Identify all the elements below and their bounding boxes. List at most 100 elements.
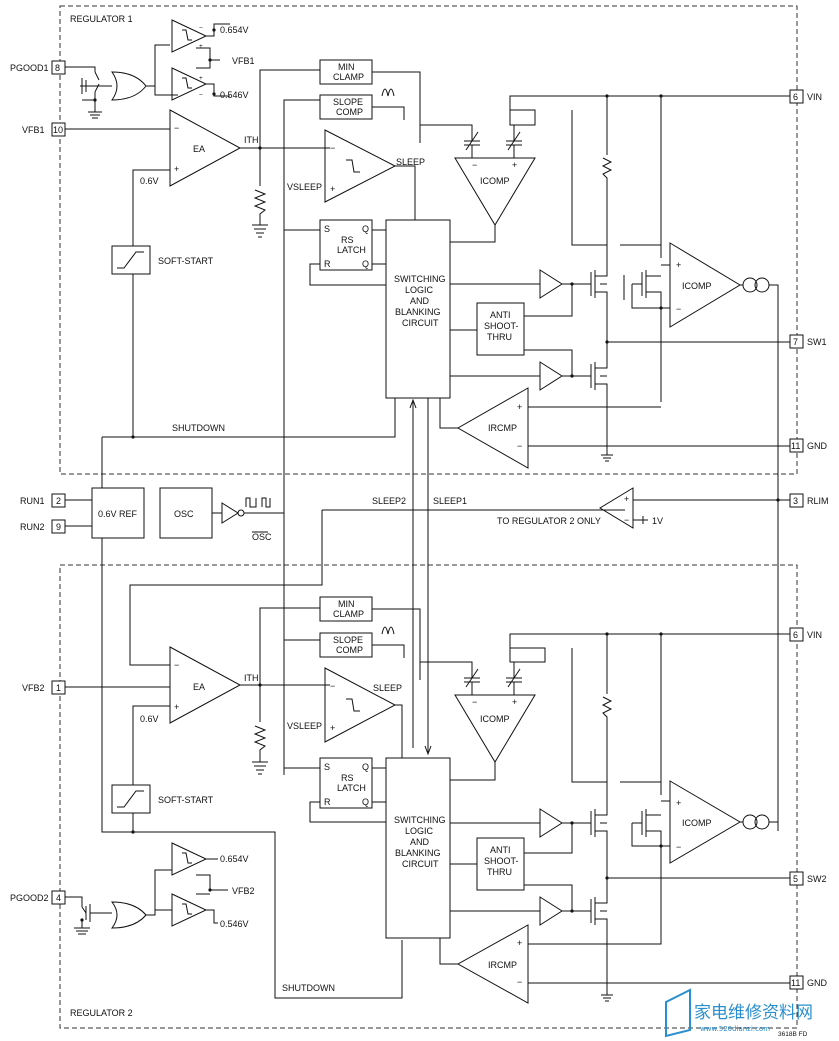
svg-text:+: +	[624, 494, 629, 504]
sleep1-shared-label: SLEEP1	[433, 496, 467, 506]
svg-text:LOGIC: LOGIC	[405, 826, 434, 836]
svg-text:AND: AND	[410, 837, 430, 847]
sleep1-label: SLEEP	[396, 157, 425, 167]
svg-text:−: −	[174, 660, 179, 670]
comp1-lo	[171, 67, 208, 101]
pin-gnd1-num: 11	[791, 441, 800, 451]
svg-text:−: −	[676, 842, 681, 852]
comp2-hi	[171, 842, 208, 876]
svg-text:SWITCHING: SWITCHING	[394, 274, 446, 284]
svg-text:−: −	[199, 25, 203, 32]
slope-comp-1	[319, 94, 373, 120]
softstart2-box	[111, 784, 151, 814]
pin-pgood2-label: PGOOD2	[10, 893, 49, 903]
svg-text:−: −	[676, 304, 681, 314]
error-amp-1	[169, 109, 242, 187]
svg-text:R: R	[324, 259, 331, 269]
vsleep1-label: VSLEEP	[287, 182, 322, 192]
svg-text:−: −	[330, 143, 335, 153]
svg-text:MIN: MIN	[338, 599, 355, 609]
pin-vin1-label: VIN	[807, 92, 822, 102]
pin-pgood1-label: PGOOD1	[10, 63, 49, 73]
svg-text:−: −	[199, 92, 203, 99]
vfb2-mid-label: VFB2	[232, 886, 255, 896]
icomp1-amp-label: ICOMP	[682, 281, 712, 291]
pin-vfb2-label: VFB2	[22, 683, 45, 693]
svg-text:−: −	[330, 681, 335, 691]
ref2-label: 0.6V	[140, 714, 159, 724]
ith2-label: ITH	[244, 673, 259, 683]
svg-text:S: S	[324, 224, 330, 234]
vfb1-mid-label: VFB1	[232, 56, 255, 66]
svg-text:R: R	[324, 797, 331, 807]
svg-text:ANTI: ANTI	[490, 845, 511, 855]
svg-text:+: +	[199, 75, 203, 82]
shutdown2-label: SHUTDOWN	[282, 983, 335, 993]
pgood2-gate	[110, 901, 147, 929]
regulator1: 8 PGOOD1 + + − − 0.654V 0.546V VFB1 10 VFB…	[10, 19, 828, 831]
icomp1-tri-label: ICOMP	[480, 176, 510, 186]
svg-text:+: +	[512, 697, 517, 707]
pin-vin2-label: VIN	[807, 630, 822, 640]
svg-text:+: +	[517, 402, 522, 412]
osc-block-label: OSC	[174, 509, 194, 519]
svg-text:SWITCHING: SWITCHING	[394, 815, 446, 825]
pin-pgood1-num: 8	[55, 63, 60, 73]
svg-text:+: +	[330, 723, 335, 733]
comp1-hi	[171, 19, 208, 53]
sleep2-comp-label: SLEEP	[373, 683, 402, 693]
svg-text:AND: AND	[410, 296, 430, 306]
watermark: 家电维修资料网 www.520dianzi.com	[665, 988, 813, 1038]
pin-sw1-num: 7	[793, 337, 798, 347]
ith1-label: ITH	[244, 135, 259, 145]
ref1-label: 0.6V	[140, 176, 159, 186]
icomp-amp-1	[669, 242, 741, 328]
watermark-text: 家电维修资料网	[694, 1003, 813, 1023]
svg-text:RS: RS	[341, 773, 354, 783]
svg-text:−: −	[624, 515, 629, 525]
regulator2: 1 VFB2 − + EA 0.6V SOFT-START ITH MIN CL…	[10, 596, 828, 1004]
pin-sw1-label: SW1	[807, 337, 827, 347]
comp2-hi-label: 0.654V	[220, 854, 249, 864]
svg-text:Q: Q	[362, 224, 369, 234]
svg-text:−: −	[174, 123, 179, 133]
pin-gnd1-label: GND	[807, 441, 828, 451]
svg-text:CLAMP: CLAMP	[333, 72, 364, 82]
svg-text:THRU: THRU	[487, 867, 512, 877]
vsleep2-label: VSLEEP	[287, 721, 322, 731]
svg-text:LATCH: LATCH	[337, 245, 366, 255]
regulator1-frame	[59, 5, 798, 475]
svg-text:CIRCUIT: CIRCUIT	[402, 859, 439, 869]
anti-shoot-thru-1	[476, 302, 525, 356]
rlim-amp	[599, 487, 634, 529]
svg-text:S: S	[324, 762, 330, 772]
svg-text:CIRCUIT: CIRCUIT	[402, 318, 439, 328]
ircmp1-label: IRCMP	[488, 423, 517, 433]
comp1-lo-label: 0.546V	[220, 90, 249, 100]
svg-text:LATCH: LATCH	[337, 783, 366, 793]
pin-run2-num: 9	[56, 522, 61, 532]
svg-text:−: −	[517, 977, 522, 987]
to-reg2-label: TO REGULATOR 2 ONLY	[497, 516, 601, 526]
comp2-lo	[171, 893, 208, 927]
svg-text:+: +	[174, 702, 179, 712]
icomp-triangle-2	[454, 694, 536, 763]
svg-text:SLOPE: SLOPE	[333, 97, 363, 107]
svg-text:Q: Q	[362, 259, 369, 269]
svg-text:−: −	[472, 160, 477, 170]
pin-vin1-num: 6	[793, 92, 798, 102]
driver-top-1	[539, 269, 563, 299]
shared-blocks: 2 RUN1 9 RUN2 0.6V REF OSC OSC SLEEP2 SL…	[20, 398, 829, 999]
pin-vfb1-num: 10	[53, 125, 63, 135]
sleep2-label: SLEEP2	[372, 496, 406, 506]
svg-text:SLOPE: SLOPE	[333, 635, 363, 645]
svg-text:+: +	[676, 798, 681, 808]
sleep-comp-1	[324, 129, 397, 203]
comp1-hi-label: 0.654V	[220, 25, 249, 35]
softstart1-label: SOFT-START	[158, 256, 214, 266]
svg-text:+: +	[330, 184, 335, 194]
svg-text:ANTI: ANTI	[490, 310, 511, 320]
regulator2-title: REGULATOR 2	[70, 1008, 133, 1018]
driver-top-2	[539, 808, 563, 838]
svg-text:RS: RS	[341, 235, 354, 245]
